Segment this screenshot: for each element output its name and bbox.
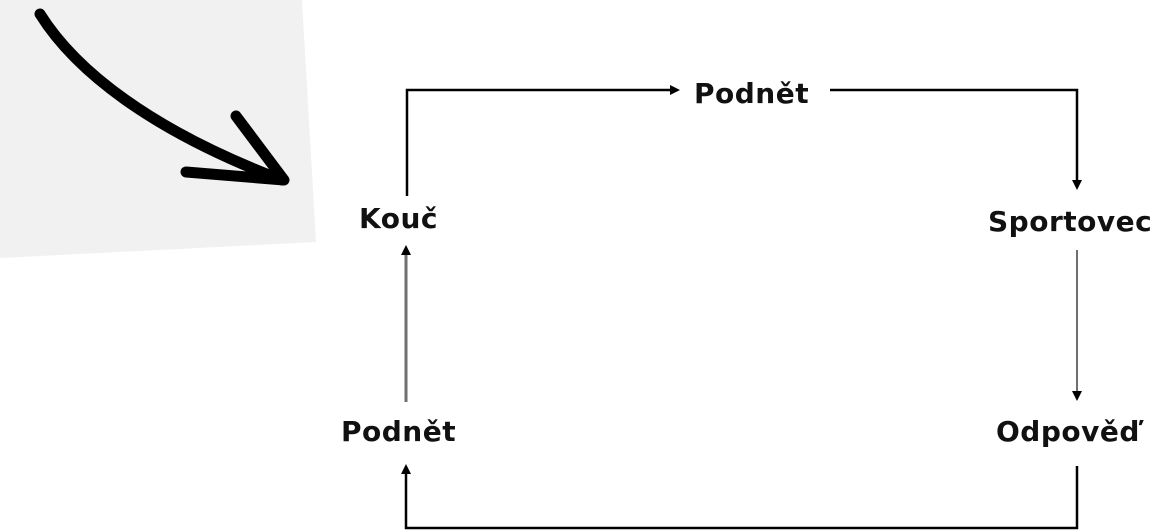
node-stimulus-bottom: Podnět	[341, 415, 457, 448]
node-response: Odpověď	[996, 415, 1140, 448]
connector-stimulus-to-athlete	[830, 88, 1082, 190]
connector-athlete-to-response	[1072, 250, 1082, 401]
hand-drawn-arrow-icon	[0, 0, 316, 258]
node-athlete: Sportovec	[988, 205, 1153, 238]
node-coach: Kouč	[359, 202, 438, 235]
connector-response-to-stimulus	[401, 464, 1079, 530]
node-stimulus-top: Podnět	[694, 77, 810, 110]
connector-coach-to-stimulus	[405, 85, 680, 196]
connector-stimulus-to-coach	[401, 245, 411, 402]
